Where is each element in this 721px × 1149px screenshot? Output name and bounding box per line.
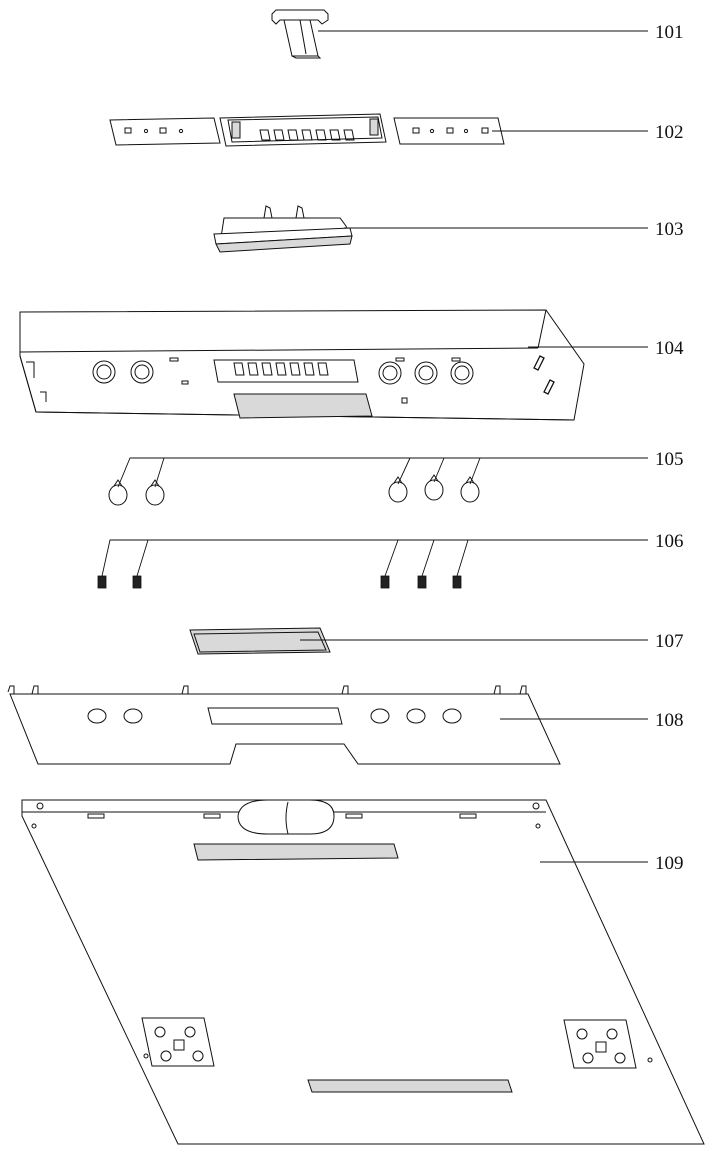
callout-label-105: 105 xyxy=(655,449,684,470)
part-104-control-panel xyxy=(19,309,648,421)
callout-label-101: 101 xyxy=(655,22,684,43)
callout-labels: 101 102 103 104 105 106 107 108 109 xyxy=(655,22,684,874)
part-108-front-panel xyxy=(7,685,648,765)
callout-label-106: 106 xyxy=(655,531,684,552)
callout-label-107: 107 xyxy=(655,631,684,652)
part-105-buttons xyxy=(108,457,648,506)
part-101-connector xyxy=(271,9,648,59)
callout-label-103: 103 xyxy=(655,219,684,240)
callout-label-102: 102 xyxy=(655,122,684,143)
part-102-pcb-set xyxy=(109,113,648,147)
part-106-springs xyxy=(97,539,648,589)
part-107-window xyxy=(189,627,648,655)
part-109-door-panel xyxy=(21,799,705,1145)
part-103-display-housing xyxy=(213,205,648,253)
callout-label-104: 104 xyxy=(655,338,684,359)
callout-label-109: 109 xyxy=(655,853,684,874)
callout-label-108: 108 xyxy=(655,710,684,731)
